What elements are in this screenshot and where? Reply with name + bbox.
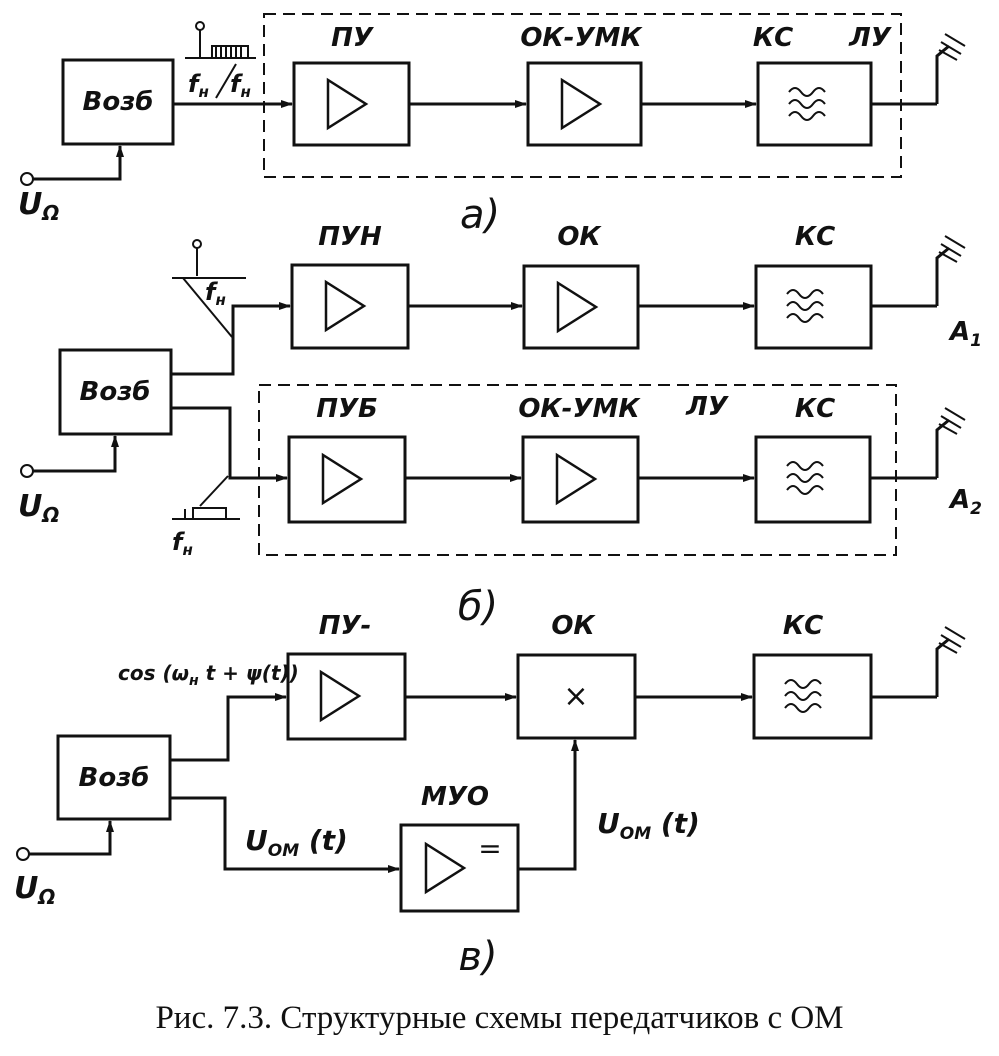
input-terminal xyxy=(16,847,30,861)
filter-icon xyxy=(786,461,824,495)
oscillator-block xyxy=(58,348,173,436)
freq-label-top: fн xyxy=(188,70,209,101)
ks-label: КС xyxy=(783,611,823,641)
input-terminal xyxy=(20,464,34,478)
ks1-label: КС xyxy=(795,222,835,252)
lu-label: ЛУ xyxy=(685,392,730,422)
amplifier-icon xyxy=(560,77,603,131)
diagram-a-label: а) xyxy=(460,192,500,238)
amplifier-icon xyxy=(324,279,367,333)
freq-divider xyxy=(215,63,237,99)
filter-icon xyxy=(786,289,824,323)
phase-signal-label: cos (ωн t + ψ(t)) xyxy=(118,661,299,689)
pun-label: ПУН xyxy=(318,222,382,252)
pu-block xyxy=(286,652,407,741)
antenna-icon xyxy=(935,234,967,308)
oscillator-label: Возб xyxy=(83,87,154,117)
pub-label: ПУБ xyxy=(316,394,378,424)
pu-label: ПУ xyxy=(331,23,375,53)
ok-umk-block xyxy=(526,61,643,147)
figure-caption: Рис. 7.3. Структурные схемы передатчиков… xyxy=(155,1000,844,1036)
amplifier-icon xyxy=(326,77,369,131)
pu-label: ПУ- xyxy=(319,611,372,641)
lower-spectrum-icon xyxy=(172,475,240,520)
input-wire xyxy=(33,435,119,473)
diagram-b: Возб UΩ fн ПУН ОК КС A1 xyxy=(18,222,982,630)
filter-icon xyxy=(784,679,822,713)
amplifier-icon xyxy=(556,280,599,334)
transmitter-block-diagrams: Возб UΩ fн fн ЛУ ПУ ОК-УМК КС а) xyxy=(14,13,982,980)
ok-label: ОК xyxy=(551,611,596,641)
diagram-v-label: в) xyxy=(458,934,497,980)
multiplier-symbol: × xyxy=(563,679,588,714)
diagram-v: Возб UΩ cos (ωн t + ψ(t)) ПУ- × ОК КС UО… xyxy=(14,611,967,980)
spectrum-icon xyxy=(185,21,256,59)
input-label: UΩ xyxy=(18,187,59,225)
ks1-block xyxy=(754,264,873,350)
diagram-a: Возб UΩ fн fн ЛУ ПУ ОК-УМК КС а) xyxy=(18,13,967,238)
pun-block xyxy=(290,263,410,350)
oscillator-label: Возб xyxy=(79,763,150,793)
ok-umk-label: ОК-УМК xyxy=(518,394,641,424)
amplifier-icon xyxy=(319,669,362,723)
ks-label: КС xyxy=(753,23,793,53)
freq-label-lower: fн xyxy=(172,528,193,559)
dc-symbol: = xyxy=(478,832,501,865)
input-wire xyxy=(33,145,124,181)
ks2-block xyxy=(754,435,872,524)
ok-label: ОК xyxy=(557,222,602,252)
diagram-b-label: б) xyxy=(458,584,498,630)
muo-label: МУО xyxy=(421,782,489,812)
uom-output-label: UОМ (t) xyxy=(597,807,700,844)
input-label: UΩ xyxy=(14,871,55,909)
antenna-icon xyxy=(935,625,967,699)
oscillator-block xyxy=(56,734,172,821)
freq-label-bottom: fн xyxy=(230,70,251,101)
ks2-label: КС xyxy=(795,394,835,424)
input-label: UΩ xyxy=(18,489,59,527)
input-terminal xyxy=(20,172,34,186)
muo-to-ok-wire xyxy=(518,739,579,871)
antenna-a1-label: A1 xyxy=(948,317,982,351)
osc-to-pub-wire xyxy=(171,406,288,482)
pub-block xyxy=(287,435,407,524)
amplifier-icon xyxy=(321,452,364,506)
antenna-a2-label: A2 xyxy=(948,485,982,519)
freq-label-upper: fн xyxy=(205,278,226,309)
ok-block xyxy=(522,264,640,350)
ok-umk-label: ОК-УМК xyxy=(520,23,643,53)
antenna-icon xyxy=(935,32,967,106)
input-wire xyxy=(29,820,114,856)
lu-label: ЛУ xyxy=(848,23,893,53)
oscillator-label: Возб xyxy=(80,377,151,407)
uom-input-label: UОМ (t) xyxy=(245,824,348,861)
pu-block xyxy=(292,61,411,147)
osc-to-pun-wire xyxy=(171,302,291,376)
filter-icon xyxy=(788,87,826,121)
oscillator-block xyxy=(61,58,175,146)
ks-block xyxy=(752,653,873,740)
osc-to-muo-wire xyxy=(170,796,400,873)
ks-block xyxy=(756,61,873,147)
linear-path-frame xyxy=(258,384,897,556)
ok-umk-block xyxy=(521,435,640,524)
amplifier-icon xyxy=(555,452,598,506)
osc-to-pu-wire xyxy=(170,693,287,762)
antenna-icon xyxy=(935,406,967,480)
amplifier-icon xyxy=(424,841,467,895)
upper-spectrum-icon xyxy=(172,239,246,338)
